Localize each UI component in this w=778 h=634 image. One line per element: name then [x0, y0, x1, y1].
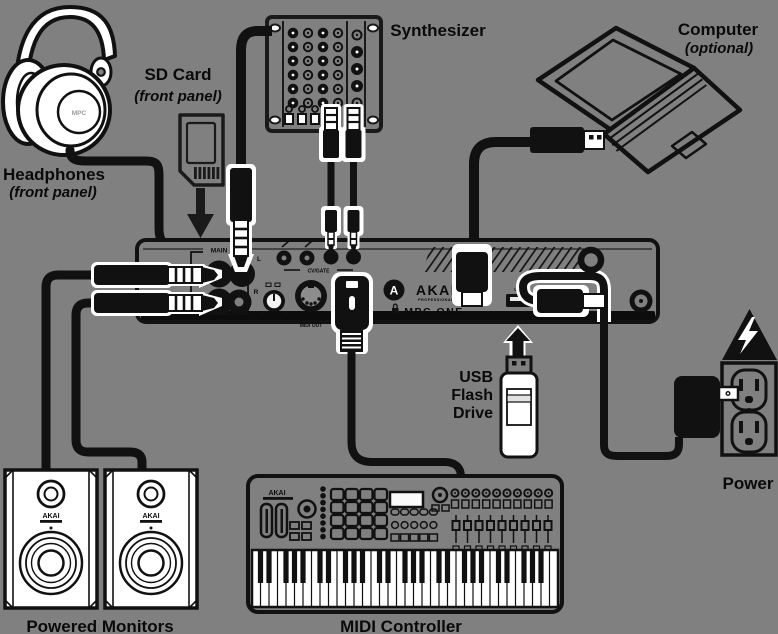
power-button [629, 289, 653, 313]
power-label: Power [722, 474, 773, 493]
usb-flash-drive-label: USB Flash Drive [451, 369, 493, 422]
midi-controller-illustration: AKAI [246, 474, 564, 614]
headphones-subtitle: (front panel) [9, 184, 97, 201]
akai-professional-text: PROFESSIONAL [418, 298, 454, 302]
jack-r-label: R [254, 289, 259, 296]
cv-gate-label: CV/GATE [308, 269, 331, 275]
cable-hook-icon [577, 246, 605, 274]
usb-b-plug [452, 244, 492, 307]
sd-card-subtitle: (front panel) [134, 88, 222, 105]
panel-bottom-strip [141, 311, 655, 320]
controller-bank [320, 486, 554, 552]
cv-gate-jacks: CV/GATE [276, 239, 361, 275]
synth-cv-cable-2 [341, 104, 366, 252]
monitor-right: AKAI [103, 468, 199, 610]
usb-flash-drive-icon [499, 355, 539, 459]
monitor-brand-text: AKAI [42, 513, 59, 520]
keyboard-brand-text: AKAI [268, 490, 285, 497]
midi-out-port: MIDI OUT [295, 280, 327, 329]
akai-logo: A AKAI PROFESSIONAL MPC ONE [383, 279, 464, 318]
midi-din-plug [331, 272, 373, 354]
power-outlet-icon [720, 361, 778, 457]
powered-monitors-label: Powered Monitors [26, 617, 173, 634]
monitor-left: AKAI [3, 468, 99, 610]
flash-label-line3: Drive [453, 405, 493, 422]
headphones-illustration: MPC [1, 5, 117, 157]
computer-title: Computer [678, 20, 759, 39]
synth-trs-plug [226, 164, 256, 272]
headphone-badge: MPC [72, 110, 87, 117]
monitor-cable-left [41, 270, 100, 470]
akai-logo-a: A [390, 284, 399, 298]
vent-grille [423, 247, 593, 272]
computer-subtitle: (optional) [685, 40, 753, 57]
controller-pads [329, 487, 389, 541]
main-plug-left [91, 262, 222, 288]
jack-l-label: L [257, 256, 261, 263]
synth-cv-cable-1 [319, 104, 343, 252]
flash-label-line2: Flash [451, 387, 493, 404]
sd-card-title: SD Card [144, 65, 211, 84]
synthesizer-label: Synthesizer [390, 21, 486, 40]
flash-label-line1: USB [459, 369, 493, 386]
midi-out-label: MIDI OUT [300, 323, 323, 329]
warning-lightning-icon [722, 309, 777, 360]
laptop-illustration [535, 25, 743, 175]
midi-cable [347, 352, 465, 487]
monitor-cable-right [71, 298, 147, 472]
piano-keys [257, 550, 551, 607]
sd-card-icon [178, 113, 225, 187]
sd-card-arrow-icon [187, 188, 214, 238]
mpc-one-model-text: MPC ONE [404, 306, 464, 318]
gain-knob [260, 282, 288, 315]
headphones-title: Headphones [3, 165, 105, 184]
headphones-label: Headphones (front panel) [3, 165, 105, 201]
power-cable [518, 272, 683, 460]
main-plug-right [91, 290, 222, 316]
monitor-brand-text: AKAI [142, 513, 159, 520]
power-adapter-icon [674, 376, 740, 438]
synth-audio-cable [236, 26, 272, 172]
computer-label: Computer (optional) [678, 20, 759, 57]
usb-a-plug-computer [530, 127, 605, 153]
flash-arrow-icon [503, 325, 533, 359]
main-label: MAIN [211, 248, 228, 255]
akai-brand-text: AKAI [416, 282, 456, 298]
usb-computer-cable [469, 137, 532, 256]
dc-plug [533, 285, 606, 317]
midi-controller-label: MIDI Controller [340, 617, 462, 634]
sd-card-label: SD Card (front panel) [134, 65, 222, 105]
akai-lock-icon [392, 303, 399, 314]
